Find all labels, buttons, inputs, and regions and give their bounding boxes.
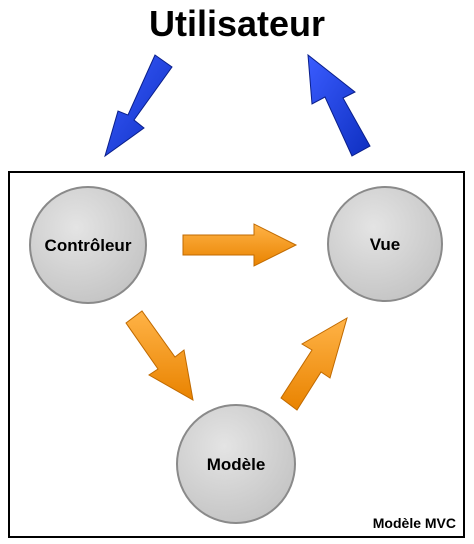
node-controleur-label: Contrôleur — [45, 236, 132, 255]
arrow-controller-to-model — [125, 310, 194, 401]
node-controleur: Contrôleur — [29, 186, 147, 304]
node-modele: Modèle — [176, 404, 296, 524]
arrow-view-to-user — [307, 53, 371, 157]
arrow-controller-to-view — [182, 223, 298, 267]
diagram-caption: Modèle MVC — [373, 515, 456, 531]
node-modele-label: Modèle — [207, 455, 266, 474]
arrow-model-to-view — [280, 316, 348, 411]
node-vue-label: Vue — [370, 235, 401, 254]
arrow-user-to-controller — [104, 54, 173, 158]
node-vue: Vue — [327, 186, 443, 302]
diagram-title: Utilisateur — [148, 3, 326, 44]
